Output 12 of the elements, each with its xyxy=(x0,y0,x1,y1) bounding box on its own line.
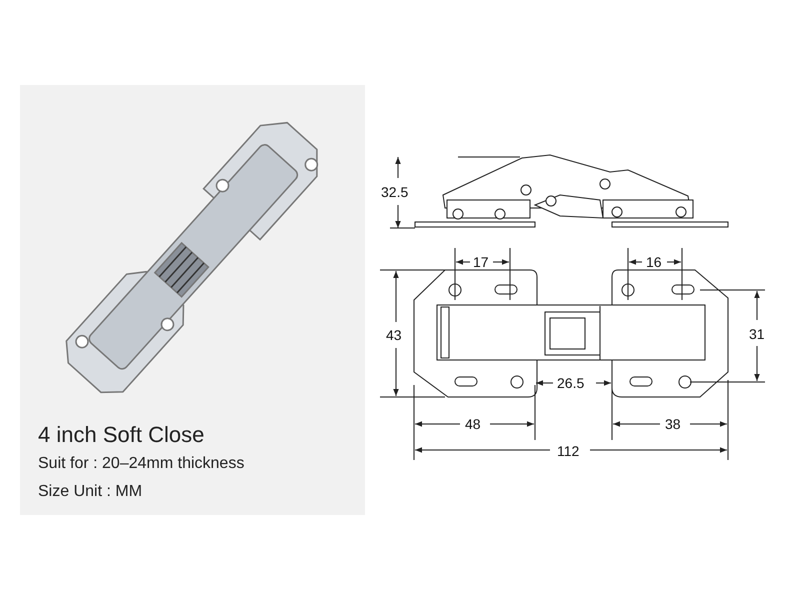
dimension-label: 31 xyxy=(749,327,765,341)
spec-text: Size Unit : MM xyxy=(38,484,142,500)
dimension-label: 38 xyxy=(665,417,681,431)
dimension-label: 48 xyxy=(465,417,481,431)
spec-text: Suit for : 20–24mm thickness xyxy=(38,456,244,472)
dimension-label: 17 xyxy=(473,255,489,269)
dimension-label: 112 xyxy=(557,444,580,458)
product-title: 4 inch Soft Close xyxy=(38,424,204,446)
dimension-label: 26.5 xyxy=(557,376,584,390)
dimension-label: 16 xyxy=(646,255,662,269)
dimension-label: 43 xyxy=(386,328,402,342)
dimension-label: 32.5 xyxy=(381,185,408,199)
